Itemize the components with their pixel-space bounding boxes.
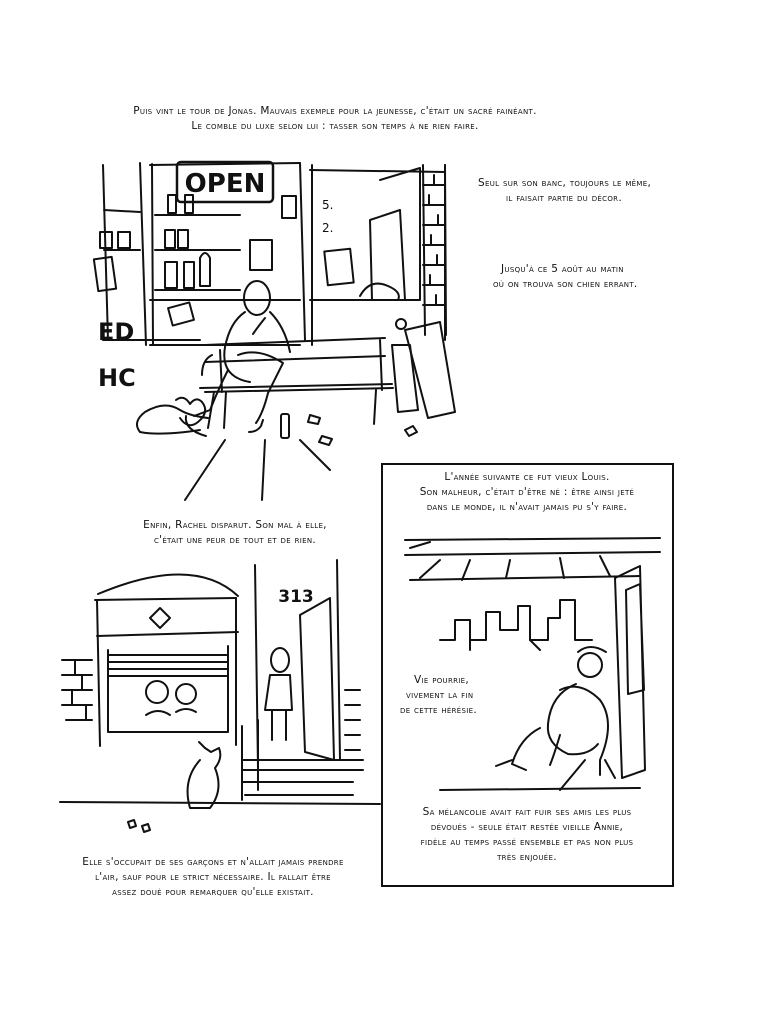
panel3-speech-line-1: Vie pourrie, [414,674,470,686]
side-caption-1-line-1: Seul sur son banc, toujours le même, [478,177,652,189]
menu-number-5: 5. [322,198,333,212]
panel3-caption: L'année suivante ce fut vieux Louis. Son… [392,470,662,515]
panel2-caption: Enfin, Rachel disparut. Son mal à elle, … [95,518,375,548]
side-caption-2-line-1: Jusqu'à ce 5 août au matin [501,263,624,275]
panel3-caption-line-2: Son malheur, c'était d'être né : être ai… [419,486,635,498]
panel3-speech-line-2: vivement la fin [406,689,474,701]
menu-number-2: 2. [322,221,333,235]
panel3-caption-line-3: dans le monde, il n'avait jamais pu s'y … [426,501,628,513]
panel3-frame [381,463,674,887]
panel2-bottom-caption-line-3: assez doué pour remarquer qu'elle exista… [112,886,314,898]
panel3-speech-line-3: de cette hérésie. [400,704,477,716]
wall-letters-hc: HC [98,364,136,392]
side-caption-2-line-2: où on trouva son chien errant. [493,278,638,290]
wall-letters-ed: ED [98,318,134,346]
panel1-side-caption-2: Jusqu'à ce 5 août au matin où on trouva … [493,262,693,292]
panel2-caption-line-2: c'était une peur de tout et de rien. [153,534,317,546]
panel3-bottom-caption-line-1: Sa mélancolie avait fait fuir ses amis l… [422,806,632,818]
open-sign [175,160,275,204]
panel1-caption-line-2: Le comble du luxe selon lui : tasser son… [191,120,479,132]
panel2-bottom-caption-line-2: l'air, sauf pour le strict nécessaire. I… [95,871,331,883]
panel1-caption: Puis vint le tour de Jonas. Mauvais exem… [95,104,575,134]
panel3-bottom-caption-line-2: dévoués - seule était restée vieille Ann… [430,821,624,833]
panel1-caption-line-1: Puis vint le tour de Jonas. Mauvais exem… [133,105,537,117]
panel1-side-caption-1: Seul sur son banc, toujours le même, il … [478,176,678,206]
panel2-bottom-caption-line-1: Elle s'occupait de ses garçons et n'alla… [82,856,344,868]
panel3-bottom-caption-line-4: très enjouée. [497,851,557,863]
panel2-bottom-caption: Elle s'occupait de ses garçons et n'alla… [48,855,378,900]
panel2-caption-line-1: Enfin, Rachel disparut. Son mal à elle, [143,519,327,531]
door-number: 313 [278,587,314,607]
panel3-caption-line-1: L'année suivante ce fut vieux Louis. [444,471,610,483]
panel3-speech: Vie pourrie, vivement la fin de cette hé… [400,673,520,718]
open-sign-text: OPEN [185,169,266,199]
side-caption-1-line-2: il faisait partie du décor. [506,192,622,204]
panel3-bottom-caption: Sa mélancolie avait fait fuir ses amis l… [392,805,662,865]
panel3-bottom-caption-line-3: fidèle au temps passé ensemble et pas no… [420,836,634,848]
